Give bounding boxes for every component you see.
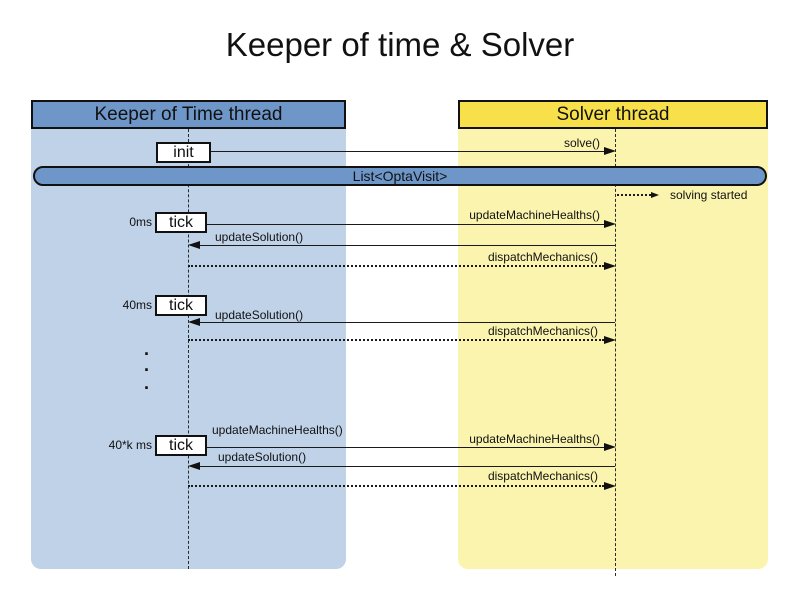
- update-solution-label: updateSolution(): [215, 230, 304, 244]
- list-optavisit-bar: List<OptaVisit>: [33, 166, 767, 186]
- update-solution-arrowhead-icon: [188, 462, 200, 470]
- update-machine-healths-label-left: updateMachineHealths(): [212, 423, 343, 437]
- dispatch-mechanics-label: dispatchMechanics(): [487, 469, 598, 483]
- solve-arrow-line: [211, 151, 604, 152]
- update-solution-line: [199, 322, 615, 323]
- update-solution-label: updateSolution(): [215, 308, 304, 322]
- update-solution-line: [199, 245, 615, 246]
- solver-lifeline: [615, 129, 616, 576]
- dispatch-mechanics-label: dispatchMechanics(): [487, 250, 598, 264]
- dispatch-mechanics-arrowhead-icon: [604, 482, 616, 490]
- update-solution-line: [199, 466, 615, 467]
- ellipsis-dot: .: [144, 339, 150, 359]
- update-solution-arrowhead-icon: [188, 241, 200, 249]
- update-solution-arrowhead-icon: [188, 318, 200, 326]
- solving-started-line: [617, 194, 651, 196]
- solver-thread-header: Solver thread: [458, 100, 768, 129]
- dispatch-mechanics-arrowhead-icon: [604, 262, 616, 270]
- page-title: Keeper of time & Solver: [225, 26, 575, 63]
- solving-started-arrowhead-icon: [651, 192, 659, 198]
- dispatch-mechanics-arrowhead-icon: [604, 336, 616, 344]
- update-machine-healths-arrowhead-icon: [604, 443, 616, 451]
- init-node: init: [156, 142, 211, 163]
- dispatch-mechanics-label: dispatchMechanics(): [487, 324, 598, 338]
- tick-time-label: 0ms: [129, 215, 152, 229]
- update-machine-healths-line: [207, 224, 604, 225]
- update-machine-healths-label: updateMachineHealths(): [469, 432, 600, 446]
- keeper-thread-header: Keeper of Time thread: [31, 100, 346, 129]
- tick-time-label: 40*k ms: [108, 438, 152, 452]
- tick-node: tick: [155, 435, 207, 456]
- update-solution-label: updateSolution(): [218, 450, 307, 464]
- tick-node: tick: [155, 212, 207, 233]
- ellipsis-dot: .: [144, 373, 150, 393]
- update-machine-healths-line: [207, 447, 604, 448]
- dispatch-mechanics-line: [188, 339, 604, 341]
- ellipsis-dot: .: [144, 355, 150, 375]
- solve-arrowhead-icon: [604, 147, 616, 155]
- tick-time-label: 40ms: [122, 298, 152, 312]
- solve-message-label: solve(): [563, 136, 600, 150]
- update-machine-healths-arrowhead-icon: [604, 220, 616, 228]
- dispatch-mechanics-line: [188, 485, 604, 487]
- dispatch-mechanics-line: [188, 265, 604, 267]
- solving-started-label: solving started: [670, 188, 748, 202]
- update-machine-healths-label: updateMachineHealths(): [469, 208, 600, 222]
- tick-node: tick: [155, 295, 207, 316]
- keeper-lifeline: [188, 129, 189, 569]
